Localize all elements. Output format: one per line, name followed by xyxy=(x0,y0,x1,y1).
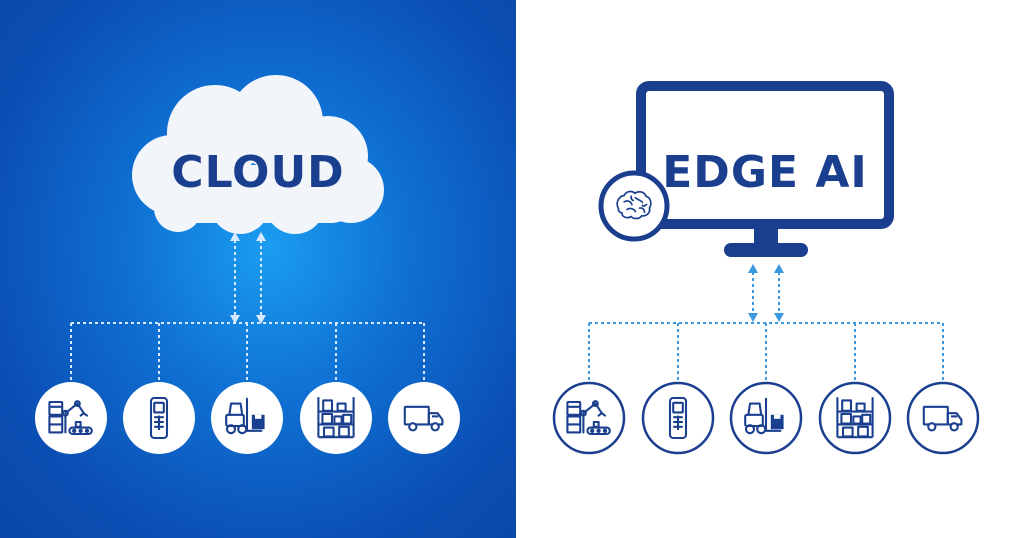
cloud-device-forklift xyxy=(211,382,283,454)
cloud-label: CLOUD xyxy=(171,147,344,198)
edge-sync-arrows xyxy=(748,264,784,322)
cloud-devices xyxy=(35,382,460,454)
cloud-sync-arrows xyxy=(230,232,266,324)
edge-device-warehouse-shelf xyxy=(818,381,892,455)
cloud-device-barcode-scanner xyxy=(123,382,195,454)
brain-badge xyxy=(598,170,670,242)
edge-device-forklift xyxy=(729,381,803,455)
edge-devices xyxy=(552,381,980,455)
edge-ai-label: EDGE AI xyxy=(662,147,868,198)
cloud-connector-lines xyxy=(70,322,425,380)
edge-device-delivery-truck xyxy=(906,381,980,455)
cloud-device-delivery-truck xyxy=(388,382,460,454)
edge-connector-lines xyxy=(588,322,944,380)
monitor xyxy=(636,81,894,257)
edge-device-robot-arm xyxy=(552,381,626,455)
cloud-device-warehouse-shelf xyxy=(300,382,372,454)
edge-device-barcode-scanner xyxy=(641,381,715,455)
cloud-shape xyxy=(132,75,384,234)
cloud-device-robot-arm xyxy=(35,382,107,454)
